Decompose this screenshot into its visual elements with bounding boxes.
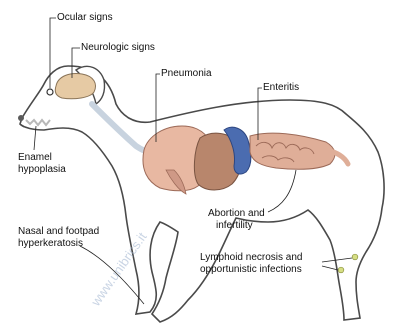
label-pneumonia: Pneumonia [161,68,212,80]
label-neurologic-signs: Neurologic signs [81,42,155,54]
label-lymphoid-line1: Lymphoid necrosis and [200,252,302,264]
label-nasal-line2: hyperkeratosis [18,238,83,250]
brain [55,74,95,99]
dog-body-outline [20,66,384,322]
label-lymphoid-line2: opportunistic infections [200,264,302,276]
nose [18,115,24,121]
label-ocular-signs: Ocular signs [57,12,113,24]
label-nasal-line1: Nasal and footpad [18,226,99,238]
label-abortion-line2: infertility [216,220,253,232]
label-abortion-line1: Abortion and [208,208,265,220]
eye [47,89,53,95]
leader-lymphoid-2 [322,266,338,270]
label-enamel-line2: hypoplasia [18,164,66,176]
label-enteritis: Enteritis [263,82,299,94]
lymph-node-upper [352,254,358,260]
label-enamel-line1: Enamel [18,152,52,164]
lymph-node-lower [338,267,344,273]
